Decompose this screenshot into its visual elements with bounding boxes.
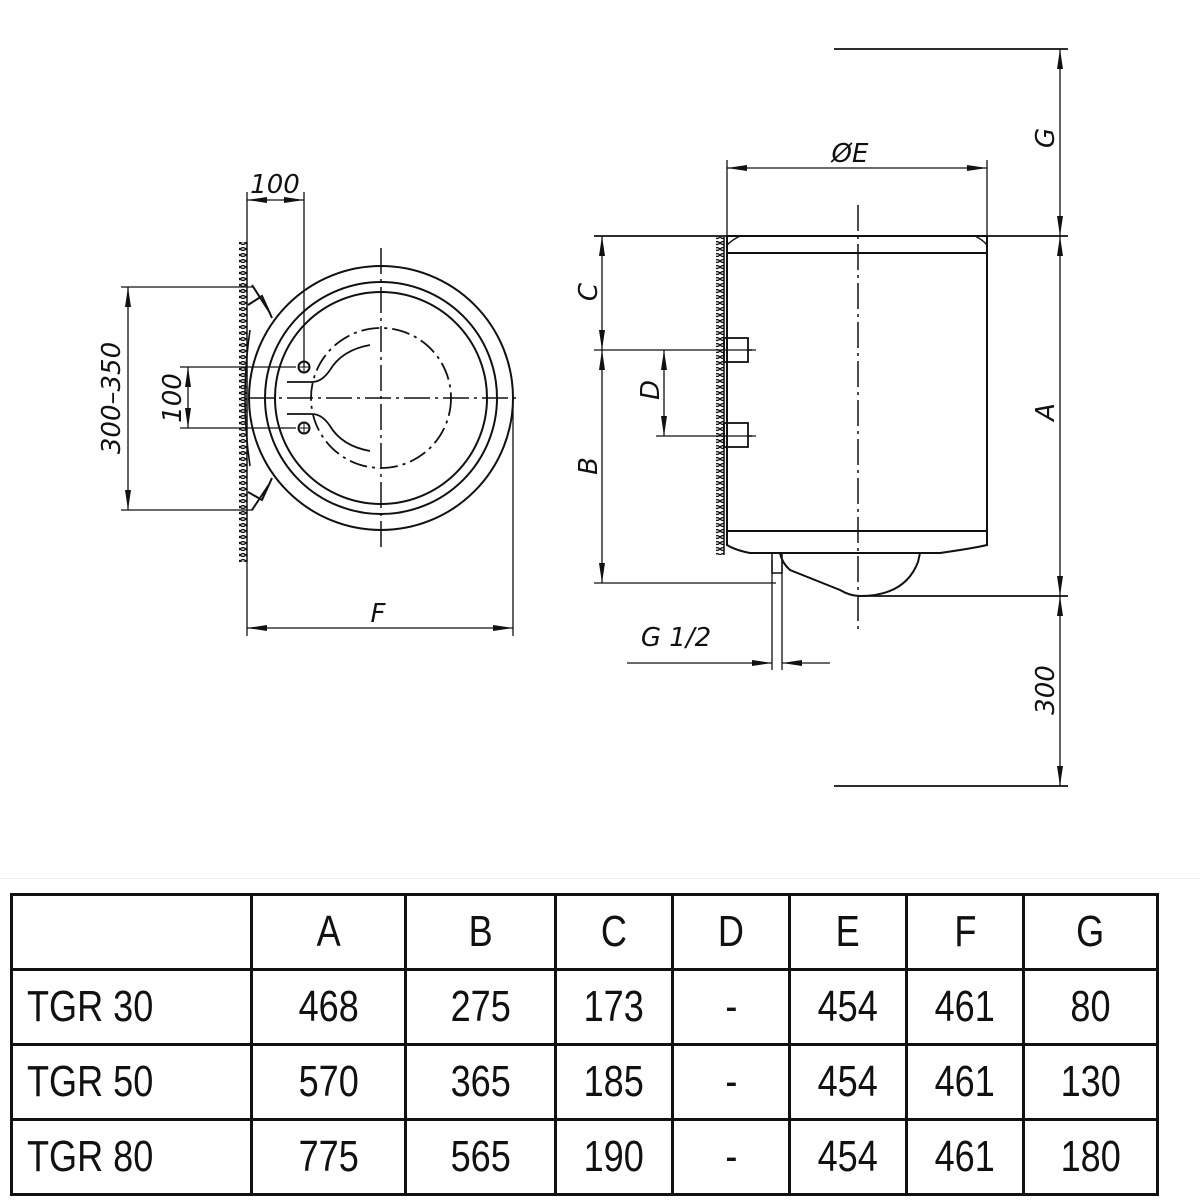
value-cell: 365 — [404, 1043, 557, 1121]
pipe-outline — [287, 344, 371, 383]
header-cell-e: E — [788, 893, 908, 971]
wall-hatch — [239, 242, 247, 562]
technical-drawing: 100 300–350 100 F — [97, 48, 1068, 787]
dim-label-bottom-clearance: 300 — [1031, 665, 1061, 715]
dim-label-c: C — [574, 282, 604, 301]
tank-body — [726, 235, 988, 554]
value-cell: - — [671, 968, 791, 1046]
value-cell: 461 — [905, 1043, 1025, 1121]
value-cell: 454 — [788, 1118, 908, 1196]
front-view — [121, 192, 517, 636]
value-cell: 275 — [404, 968, 557, 1046]
side-view — [594, 48, 1068, 787]
bottom-dome — [779, 552, 921, 598]
dim-label-depth-f: F — [371, 599, 387, 629]
value-cell: - — [671, 1118, 791, 1196]
table-row: TGR 80 775 565 190 - 454 461 180 — [10, 1118, 1159, 1196]
value-cell: 130 — [1022, 1043, 1159, 1121]
value-cell: 454 — [788, 1043, 908, 1121]
value-cell: 173 — [554, 968, 674, 1046]
value-cell: 461 — [905, 968, 1025, 1046]
front-view-labels: 100 300–350 100 F — [97, 170, 387, 629]
dim-label-diameter: ØE — [831, 139, 869, 169]
value-cell: 570 — [250, 1043, 407, 1121]
side-view-labels: ØE G A 300 C B D G 1/2 — [574, 128, 1061, 715]
wall-bracket-top — [247, 284, 273, 319]
model-cell: TGR 30 — [10, 968, 253, 1046]
dim-label-thread: G 1/2 — [641, 623, 711, 653]
value-cell: 185 — [554, 1043, 674, 1121]
dim-label-bracket-offset: 100 — [250, 170, 300, 200]
dim-label-top-clearance: G — [1031, 128, 1061, 148]
pipe-outlet-bottom — [723, 422, 749, 448]
value-cell: 461 — [905, 1118, 1025, 1196]
header-cell-g: G — [1022, 893, 1159, 971]
value-cell: 468 — [250, 968, 407, 1046]
value-cell: - — [671, 1043, 791, 1121]
separator — [0, 878, 1200, 879]
wall-hatch-side — [716, 237, 724, 555]
pipe-hole-bottom — [297, 421, 311, 435]
wall-bracket-bottom — [247, 477, 273, 511]
value-cell: 775 — [250, 1118, 407, 1196]
table-header-row: A B C D E F G — [10, 893, 1159, 971]
dim-label-d: D — [636, 380, 666, 400]
dimensions-table: A B C D E F G TGR 30 468 275 173 - 454 4… — [10, 893, 1159, 1196]
dim-label-height-a: A — [1031, 403, 1061, 423]
header-cell-d: D — [671, 893, 791, 971]
model-cell: TGR 50 — [10, 1043, 253, 1121]
header-cell-c: C — [554, 893, 674, 971]
value-cell: 565 — [404, 1118, 557, 1196]
model-cell: TGR 80 — [10, 1118, 253, 1196]
value-cell: 80 — [1022, 968, 1159, 1046]
header-cell-f: F — [905, 893, 1025, 971]
header-cell-a: A — [250, 893, 407, 971]
dim-label-bracket-spacing: 300–350 — [97, 342, 127, 454]
table-row: TGR 30 468 275 173 - 454 461 80 — [10, 968, 1159, 1046]
table-row: TGR 50 570 365 185 - 454 461 130 — [10, 1043, 1159, 1121]
dim-label-b: B — [574, 457, 604, 475]
dim-label-pipe-spacing-front: 100 — [158, 373, 188, 423]
value-cell: 454 — [788, 968, 908, 1046]
header-cell-empty — [10, 893, 253, 971]
header-cell-b: B — [404, 893, 557, 971]
value-cell: 190 — [554, 1118, 674, 1196]
value-cell: 180 — [1022, 1118, 1159, 1196]
